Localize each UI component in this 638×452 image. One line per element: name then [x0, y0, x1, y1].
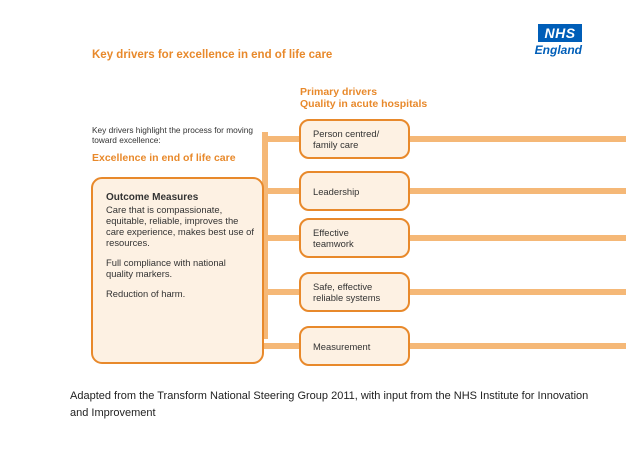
source-caption: Adapted from the Transform National Stee… [70, 390, 589, 419]
connector-left-3 [262, 289, 300, 295]
outcome-measures-title: Outcome Measures [106, 192, 199, 203]
driver-label-text: Effective teamwork [313, 227, 354, 249]
excellence-heading: Excellence in end of life care [92, 152, 236, 164]
driver-box-shapes [299, 119, 410, 366]
outcome-box-shape [91, 177, 264, 364]
outcome-text-harm: Reduction of harm. [106, 288, 186, 299]
driver-label-text: Person centred/ family care [313, 128, 380, 150]
driver-label-3: Safe, effective reliable systems [300, 273, 409, 311]
driver-label-text: Safe, effective reliable systems [313, 281, 381, 303]
connector-right-1 [409, 188, 626, 194]
driver-label-1: Leadership [300, 172, 409, 210]
connector-lines [262, 132, 626, 349]
connector-left-4 [262, 343, 300, 349]
connector-left-2 [262, 235, 300, 241]
outcome-text-compliance: Full compliance with national quality ma… [106, 257, 226, 279]
connector-right-3 [409, 289, 626, 295]
connector-left-1 [262, 188, 300, 194]
nhs-logo-mark: NHS [538, 24, 582, 42]
outcome-measures-box: Outcome Measures Care that is compassion… [92, 178, 263, 363]
driver-label-4: Measurement [300, 327, 409, 365]
connector-right-2 [409, 235, 626, 241]
driver-label-2: Effective teamwork [300, 219, 409, 257]
connector-right-4 [409, 343, 626, 349]
diagram-title: Key drivers for excellence in end of lif… [92, 49, 333, 61]
connector-left-0 [262, 136, 300, 142]
driver-box-0 [299, 119, 410, 159]
driver-box-2 [299, 218, 410, 258]
primary-drivers-heading-line2: Quality in acute hospitals [300, 98, 428, 110]
nhs-logo: NHS England [522, 24, 582, 64]
driver-box-3 [299, 272, 410, 312]
intro-text: Key drivers highlight the process for mo… [92, 125, 253, 145]
nhs-logo-region: England [534, 43, 582, 57]
driver-label-text: Leadership [313, 185, 360, 197]
driver-label-0: Person centred/ family care [300, 120, 409, 158]
driver-box-4 [299, 326, 410, 366]
connector-right-0 [409, 136, 626, 142]
driver-box-1 [299, 171, 410, 211]
outcome-text-care: Care that is compassionate, equitable, r… [106, 204, 254, 248]
driver-label-text: Measurement [313, 340, 371, 352]
primary-drivers-heading-line1: Primary drivers [300, 86, 378, 98]
primary-drivers-heading: Primary drivers Quality in acute hospita… [300, 86, 500, 110]
